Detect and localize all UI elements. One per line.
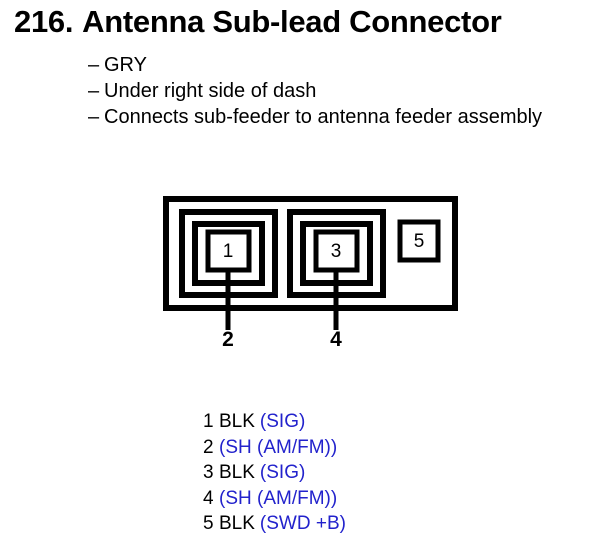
cavity-5-square: [397, 219, 441, 263]
cavity-label-3: 3: [331, 241, 342, 262]
cavity-3-middle-ring: [300, 221, 373, 286]
legend-signal-name: (SIG): [259, 411, 306, 432]
description-list: – GRY – Under right side of dash – Conne…: [88, 52, 542, 130]
page-title: 216.Antenna Sub-lead Connector: [14, 4, 502, 40]
cavity-1-middle-ring: [192, 221, 265, 286]
legend-signal-name: (SH (AM/FM)): [219, 436, 338, 458]
connector-face-diagram: 1 3 5 2 4: [163, 196, 458, 351]
cavity-3-center: [313, 229, 360, 273]
legend-wire-color: BLK: [219, 411, 255, 432]
connector-housing: [163, 196, 458, 311]
legend-wire-color: BLK: [219, 513, 255, 534]
legend-pin-number: 4: [203, 487, 214, 509]
list-item-label: Under right side of dash: [104, 80, 317, 102]
cavity-1-outer-ring: [179, 209, 278, 298]
pin-legend: 1 BLK (SIG) 2 (SH (AM/FM)) 3 BLK (SIG) 4…: [203, 409, 346, 537]
cavity-label-1: 1: [223, 241, 234, 262]
list-item: – Under right side of dash: [88, 78, 542, 104]
cavity-3-outer-ring: [287, 209, 386, 298]
legend-wire-color: BLK: [219, 462, 255, 483]
cavity-1-center: [205, 229, 252, 273]
legend-row: 1 BLK (SIG): [203, 409, 346, 435]
legend-pin-number: 3: [203, 462, 214, 483]
list-item-label: Connects sub-feeder to antenna feeder as…: [104, 106, 543, 128]
leader-label-2: 2: [222, 328, 234, 351]
list-item-label: GRY: [104, 54, 147, 76]
dash-marker: –: [88, 106, 100, 128]
legend-row: 2 (SH (AM/FM)): [203, 435, 346, 461]
legend-signal-name: (SH (AM/FM)): [219, 487, 338, 509]
legend-pin-number: 5: [203, 513, 214, 534]
legend-row: 4 (SH (AM/FM)): [203, 486, 346, 512]
list-item: – GRY: [88, 52, 542, 78]
section-title: Antenna Sub-lead Connector: [82, 4, 502, 39]
legend-pin-number: 1: [203, 411, 214, 432]
legend-pin-number: 2: [203, 436, 214, 458]
dash-marker: –: [88, 80, 100, 102]
legend-row: 3 BLK (SIG): [203, 460, 346, 486]
dash-marker: –: [88, 54, 100, 76]
section-number: 216.: [14, 4, 74, 39]
legend-signal-name: (SWD +B): [259, 513, 346, 534]
list-item: – Connects sub-feeder to antenna feeder …: [88, 104, 542, 130]
legend-row: 5 BLK (SWD +B): [203, 511, 346, 537]
legend-signal-name: (SIG): [259, 462, 306, 483]
leader-label-4: 4: [330, 328, 342, 351]
cavity-label-5: 5: [414, 231, 425, 252]
